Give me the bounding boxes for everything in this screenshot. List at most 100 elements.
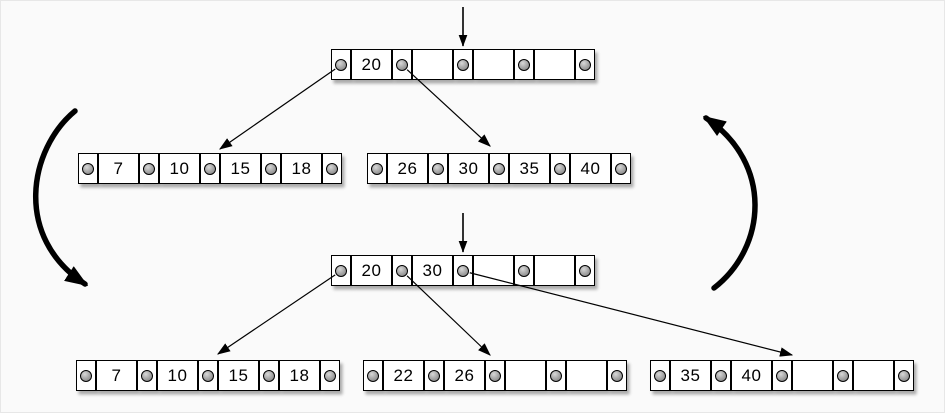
key-cell: 18: [279, 360, 320, 391]
pointer-cell: [650, 360, 670, 391]
pointer-cell: [607, 360, 627, 391]
btree-node-after-child-left: 7 10 15 18: [76, 360, 340, 391]
pointer-dot-icon: [428, 369, 440, 382]
pointer-cell: [575, 255, 595, 286]
pointer-cell: [514, 255, 534, 286]
pointer-dot-icon: [493, 162, 505, 175]
pointer-cell: [200, 153, 220, 184]
key-cell: 15: [220, 153, 261, 184]
pointer-cell: [367, 153, 387, 184]
pointer-dot-icon: [82, 162, 94, 175]
key-cell: [534, 255, 575, 286]
pointer-dot-icon: [263, 369, 275, 382]
key-cell: [505, 360, 546, 391]
key-cell: 26: [444, 360, 485, 391]
pointer-dot-icon: [371, 162, 383, 175]
pointer-cell: [711, 360, 731, 391]
pointer-dot-icon: [143, 162, 155, 175]
pointer-dot-icon: [611, 369, 623, 382]
pointer-cell: [485, 360, 505, 391]
pointer-dot-icon: [202, 369, 214, 382]
pointer-dot-icon: [489, 369, 501, 382]
pointer-cell: [363, 360, 383, 391]
pointer-dot-icon: [554, 162, 566, 175]
pointer-dot-icon: [80, 369, 92, 382]
pointer-dot-icon: [335, 58, 347, 71]
pointer-dot-icon: [141, 369, 153, 382]
pointer-cell: [331, 255, 351, 286]
pointer-dot-icon: [898, 369, 910, 382]
key-cell: 40: [731, 360, 772, 391]
key-cell: 35: [670, 360, 711, 391]
pointer-dot-icon: [396, 58, 408, 71]
pointer-dot-icon: [324, 369, 336, 382]
pointer-cell: [139, 153, 159, 184]
pointer-dot-icon: [335, 264, 347, 277]
key-cell: 7: [98, 153, 139, 184]
btree-node-before-root: 20: [331, 49, 595, 80]
btree-node-after-child-right: 35 40: [650, 360, 914, 391]
pointer-cell: [611, 153, 631, 184]
pointer-cell: [137, 360, 157, 391]
pointer-cell: [322, 153, 342, 184]
btree-node-after-child-middle: 22 26: [363, 360, 627, 391]
key-cell: 20: [351, 255, 392, 286]
pointer-cell: [489, 153, 509, 184]
pointer-cell: [453, 255, 473, 286]
pointer-dot-icon: [457, 58, 469, 71]
pointer-dot-icon: [776, 369, 788, 382]
key-cell: 40: [570, 153, 611, 184]
key-cell: [792, 360, 833, 391]
pointer-cell: [76, 360, 96, 391]
pointer-cell: [259, 360, 279, 391]
pointer-dot-icon: [367, 369, 379, 382]
pointer-dot-icon: [396, 264, 408, 277]
key-cell: 20: [351, 49, 392, 80]
pointer-dot-icon: [326, 162, 338, 175]
pointer-cell: [320, 360, 340, 391]
pointer-cell: [428, 153, 448, 184]
pointer-dot-icon: [579, 264, 591, 277]
key-cell: 10: [159, 153, 200, 184]
pointer-dot-icon: [265, 162, 277, 175]
key-cell: 22: [383, 360, 424, 391]
pointer-cell: [392, 49, 412, 80]
pointer-cell: [833, 360, 853, 391]
key-cell: [473, 255, 514, 286]
key-cell: [473, 49, 514, 80]
key-cell: 7: [96, 360, 137, 391]
pointer-cell: [424, 360, 444, 391]
pointer-cell: [78, 153, 98, 184]
pointer-dot-icon: [204, 162, 216, 175]
pointer-cell: [198, 360, 218, 391]
pointer-dot-icon: [432, 162, 444, 175]
key-cell: [534, 49, 575, 80]
key-cell: [566, 360, 607, 391]
pointer-dot-icon: [457, 264, 469, 277]
pointer-dot-icon: [518, 264, 530, 277]
key-cell: [412, 49, 453, 80]
pointer-cell: [514, 49, 534, 80]
pointer-dot-icon: [715, 369, 727, 382]
key-cell: 30: [412, 255, 453, 286]
pointer-cell: [772, 360, 792, 391]
key-cell: [853, 360, 894, 391]
key-cell: 30: [448, 153, 489, 184]
pointer-dot-icon: [837, 369, 849, 382]
pointer-dot-icon: [615, 162, 627, 175]
pointer-cell: [261, 153, 281, 184]
pointer-cell: [550, 153, 570, 184]
pointer-dot-icon: [654, 369, 666, 382]
pointer-cell: [331, 49, 351, 80]
key-cell: 35: [509, 153, 550, 184]
pointer-dot-icon: [550, 369, 562, 382]
key-cell: 10: [157, 360, 198, 391]
pointer-cell: [546, 360, 566, 391]
key-cell: 15: [218, 360, 259, 391]
pointer-dot-icon: [518, 58, 530, 71]
